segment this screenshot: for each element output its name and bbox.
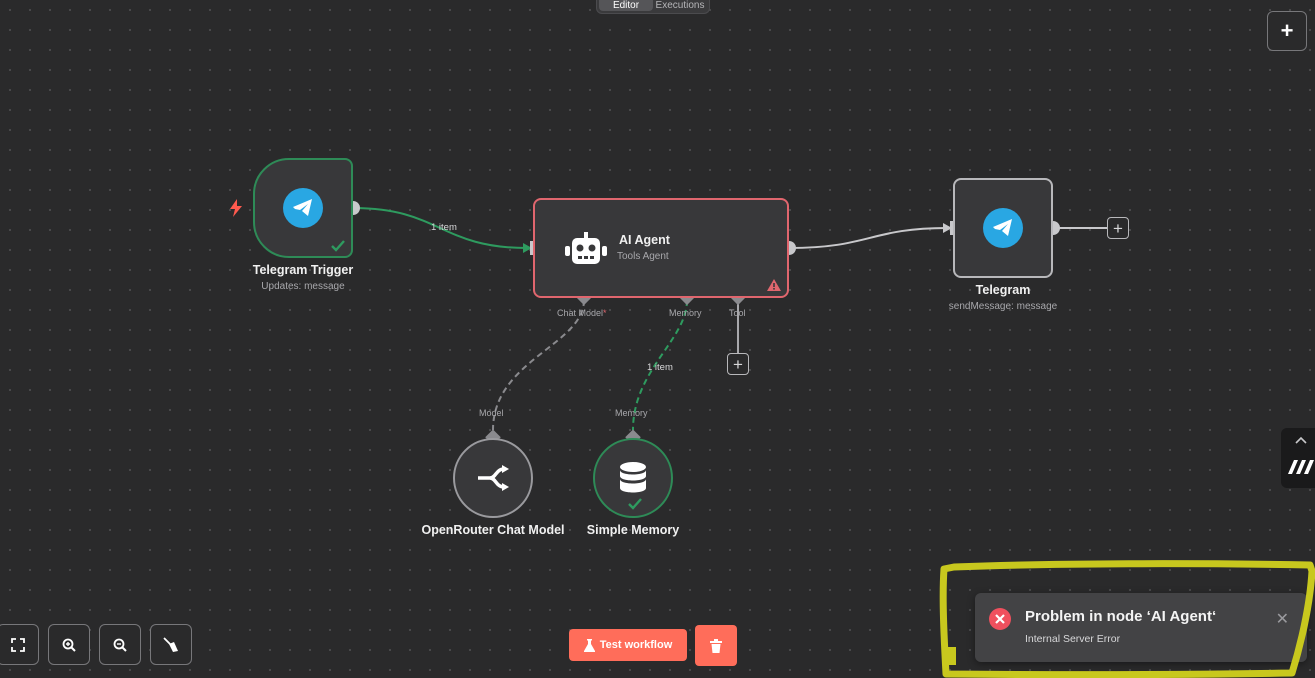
test-workflow-label: Test workflow (599, 639, 673, 651)
zoom-out-button[interactable] (99, 624, 141, 665)
telegram-title: Telegram (975, 283, 1031, 297)
memory-title: Simple Memory (586, 523, 680, 537)
error-toast: Problem in node ‘AI Agent‘ Internal Serv… (975, 593, 1307, 662)
error-icon (989, 608, 1011, 630)
port-label-model: Model (479, 408, 504, 418)
edge-model-to-agent (492, 299, 585, 431)
port-label-memory: Memory (669, 308, 702, 318)
edge-agent-to-telegram (788, 227, 948, 249)
trigger-title: Telegram Trigger (252, 263, 354, 277)
node-telegram[interactable] (953, 178, 1053, 278)
toast-message: Internal Server Error (1025, 633, 1121, 645)
flask-icon (583, 638, 595, 652)
fit-view-button[interactable] (0, 624, 39, 665)
database-icon (620, 462, 646, 493)
edge-arrow (523, 243, 532, 253)
telegram-icon (983, 208, 1023, 248)
trigger-subtitle: Updates: message (261, 281, 345, 292)
assistant-logo-icon (1288, 460, 1314, 474)
node-simple-memory[interactable] (593, 438, 673, 518)
editor-tabs: Editor Executions (596, 0, 710, 14)
node-telegram-trigger[interactable] (253, 158, 353, 258)
test-workflow-button[interactable]: Test workflow (569, 629, 687, 661)
chevron-up-icon (1295, 436, 1307, 444)
tidy-up-button[interactable] (150, 624, 192, 665)
agent-subtitle: Tools Agent (617, 251, 669, 262)
add-node-button[interactable]: + (1267, 11, 1307, 51)
zoom-in-icon (62, 638, 76, 652)
toast-title: Problem in node ‘AI Agent‘ (1025, 608, 1217, 625)
add-after-telegram-button[interactable]: + (1107, 217, 1129, 239)
tab-editor[interactable]: Editor (599, 0, 653, 11)
edge-label-trigger: 1 item (431, 222, 457, 233)
port-label-memory-in: Memory (615, 408, 648, 418)
add-tool-button[interactable]: + (727, 353, 749, 375)
bolt-icon (230, 199, 242, 217)
edge-label-memory: 1 item (647, 362, 673, 373)
side-panel-toggle[interactable] (1281, 428, 1315, 488)
tab-executions[interactable]: Executions (655, 0, 705, 11)
check-icon (628, 498, 642, 510)
node-ai-agent[interactable]: AI Agent Tools Agent (533, 198, 789, 298)
delete-button[interactable] (695, 625, 737, 666)
node-openrouter-chat-model[interactable] (453, 438, 533, 518)
zoom-in-button[interactable] (48, 624, 90, 665)
check-icon (331, 240, 345, 252)
zoom-out-icon (113, 638, 127, 652)
telegram-subtitle: sendMessage: message (948, 301, 1058, 312)
trash-icon (710, 638, 722, 653)
port-label-tool: Tool (729, 308, 746, 318)
port-label-chat-model: Chat Model* (557, 308, 607, 318)
fit-view-icon (11, 637, 25, 652)
openrouter-icon (478, 465, 509, 491)
close-icon[interactable]: ✕ (1275, 611, 1289, 628)
edge-arrow (943, 223, 952, 233)
broom-icon (163, 636, 178, 652)
telegram-icon (283, 188, 323, 228)
warning-icon (767, 279, 781, 291)
agent-title: AI Agent (619, 233, 670, 247)
openrouter-title: OpenRouter Chat Model (421, 523, 565, 537)
robot-icon (565, 232, 607, 264)
